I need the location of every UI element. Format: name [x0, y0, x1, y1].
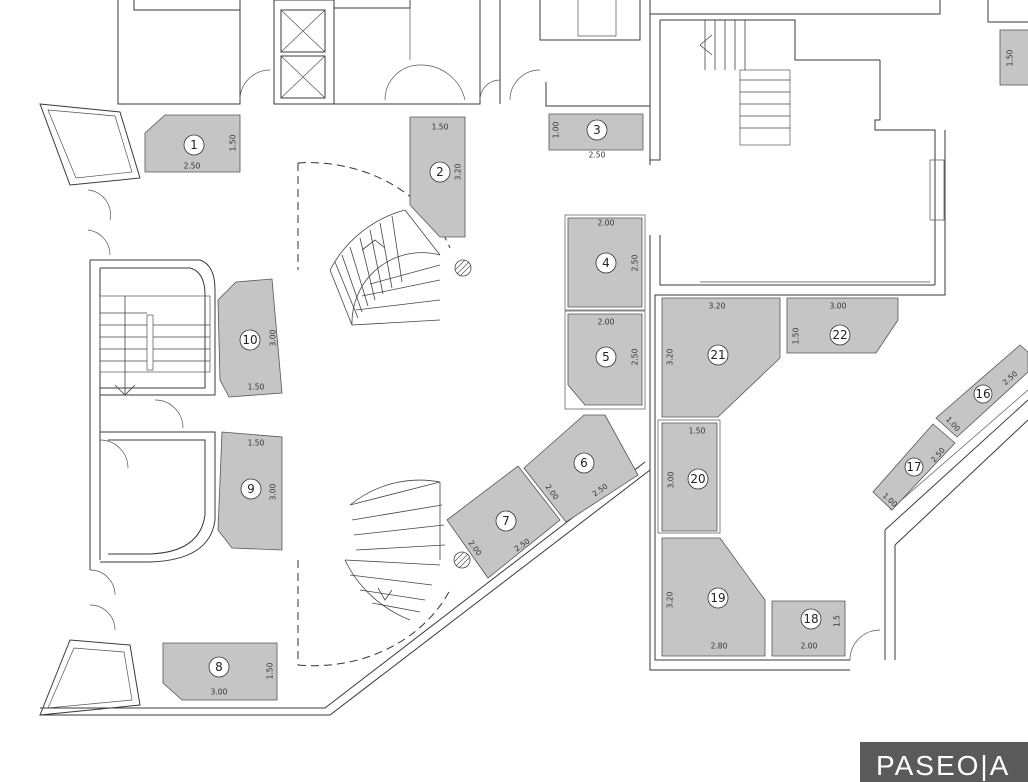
upper-spiral-stair — [329, 209, 472, 326]
stall-number: 9 — [247, 482, 255, 496]
stall-3[interactable]: 3 2.50 1.00 — [548, 113, 644, 160]
stall-10[interactable]: 10 1.50 3.00 — [217, 278, 283, 398]
stall-number: 8 — [215, 660, 223, 674]
stall-width: 2.50 — [589, 151, 606, 160]
stall-depth: 1.50 — [266, 662, 275, 679]
stall-number: 4 — [602, 256, 610, 270]
stall-number: 6 — [580, 456, 588, 470]
stall-depth: 1.50 — [229, 134, 238, 151]
stall-width: 3.20 — [709, 302, 726, 311]
stall-depth: 3.20 — [454, 163, 463, 180]
stall-number: 2 — [436, 165, 444, 179]
brand-logo-text: PASEO|A — [876, 750, 1011, 781]
stall-number: 19 — [710, 591, 725, 605]
stall-6[interactable]: 6 2.50 2.00 — [523, 414, 639, 523]
stall-number: 10 — [242, 333, 257, 347]
stall-number: 16 — [975, 387, 990, 401]
stall-width: 3.00 — [211, 688, 228, 697]
stall-number: 3 — [593, 123, 601, 137]
stall-number: 18 — [803, 612, 818, 626]
stall-18[interactable]: 18 2.00 1.5 — [771, 600, 846, 657]
stall-width: 2.00 — [801, 642, 818, 651]
lower-spiral-stair — [344, 479, 471, 621]
stall-width: 1.50 — [689, 427, 706, 436]
stall-width: 3.00 — [830, 302, 847, 311]
stall-width: 2.80 — [711, 642, 728, 651]
stall-number: 20 — [690, 472, 705, 486]
stall-depth: 1.5 — [833, 615, 842, 627]
stall-9[interactable]: 9 1.50 3.00 — [217, 431, 283, 551]
stall-width: 1.50 — [248, 439, 265, 448]
stall-16[interactable]: 16 2.50 1.00 — [935, 344, 1028, 438]
stall-8[interactable]: 8 3.00 1.50 — [162, 642, 278, 701]
stall-1[interactable]: 1 2.50 1.50 — [144, 114, 241, 173]
stall-width: 2.00 — [598, 318, 615, 327]
stall-depth: 3.20 — [666, 591, 675, 608]
left-stair — [99, 295, 211, 396]
stall-number: 1 — [190, 138, 198, 152]
stall-21[interactable]: 21 3.20 3.20 — [661, 297, 781, 418]
stall-depth: 2.50 — [631, 348, 640, 365]
stall-width: 2.00 — [598, 219, 615, 228]
stall-22[interactable]: 22 3.00 1.50 — [786, 297, 899, 354]
stall-number: 17 — [906, 460, 921, 474]
stalls: 1 2.50 1.50 2 1.50 3.20 3 2.50 1.00 4 2.… — [144, 49, 1028, 701]
walls — [39, 0, 1028, 716]
stall-number: 21 — [710, 348, 725, 362]
stall-depth: 1.50 — [792, 327, 801, 344]
stall-depth: 2.50 — [631, 254, 640, 271]
stall-depth: 1.00 — [552, 121, 561, 138]
stall-5[interactable]: 5 2.00 2.50 — [564, 310, 646, 410]
stall-depth: 3.00 — [269, 329, 278, 346]
stall-width: 1.50 — [432, 123, 449, 132]
stall-4[interactable]: 4 2.00 2.50 — [564, 214, 646, 311]
stall-17[interactable]: 17 2.50 1.00 — [872, 423, 956, 511]
stall-20[interactable]: 20 1.50 3.00 — [657, 419, 721, 534]
stall-width: 1.50 — [248, 383, 265, 392]
stall-2[interactable]: 2 1.50 3.20 — [409, 116, 466, 238]
stall-19[interactable]: 19 2.80 3.20 — [661, 537, 766, 657]
stall-depth: 3.20 — [666, 348, 675, 365]
stall-number: 5 — [602, 350, 610, 364]
top-right-dim: 1.50 — [1006, 49, 1015, 66]
stall-number: 22 — [832, 328, 847, 342]
stall-number: 7 — [502, 514, 510, 528]
upper-stair — [699, 20, 791, 146]
stall-width: 2.50 — [184, 162, 201, 171]
stall-depth: 3.00 — [269, 483, 278, 500]
stall-depth: 3.00 — [667, 471, 676, 488]
